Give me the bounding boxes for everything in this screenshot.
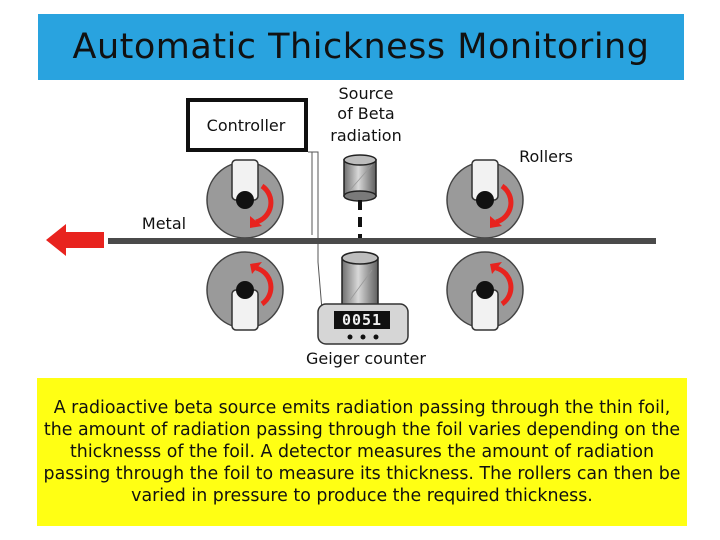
counter-display: 0051	[342, 311, 382, 329]
thickness-diagram: Controller Source of Beta radiation	[46, 84, 656, 368]
rotation-arrow-icon	[255, 265, 274, 307]
roller-top-right	[446, 159, 524, 239]
beta-source	[343, 154, 377, 202]
source-label-1: Source	[339, 84, 394, 103]
source-label-2: of Beta	[337, 104, 394, 123]
title-banner: Automatic Thickness Monitoring	[38, 14, 684, 80]
rotation-arrow-icon	[495, 265, 514, 307]
source-label-3: radiation	[330, 126, 401, 145]
rotation-arrow-icon	[495, 183, 514, 225]
rotation-arrow-icon	[255, 183, 274, 225]
roller-top-left	[206, 159, 284, 239]
metal-strip	[108, 238, 656, 244]
metal-label: Metal	[142, 214, 186, 233]
geiger-counter	[317, 303, 409, 345]
rollers-label: Rollers	[519, 147, 573, 166]
page-title: Automatic Thickness Monitoring	[72, 27, 650, 67]
control-wire	[308, 151, 323, 311]
detector-tube	[341, 251, 379, 309]
description-box: A radioactive beta source emits radiatio…	[37, 378, 687, 526]
geiger-label: Geiger counter	[306, 349, 426, 368]
controller-label: Controller	[207, 116, 286, 135]
roller-bottom-right	[446, 251, 524, 331]
direction-arrow-icon	[46, 224, 104, 256]
description-text: A radioactive beta source emits radiatio…	[43, 398, 681, 506]
roller-bottom-left	[206, 251, 284, 331]
